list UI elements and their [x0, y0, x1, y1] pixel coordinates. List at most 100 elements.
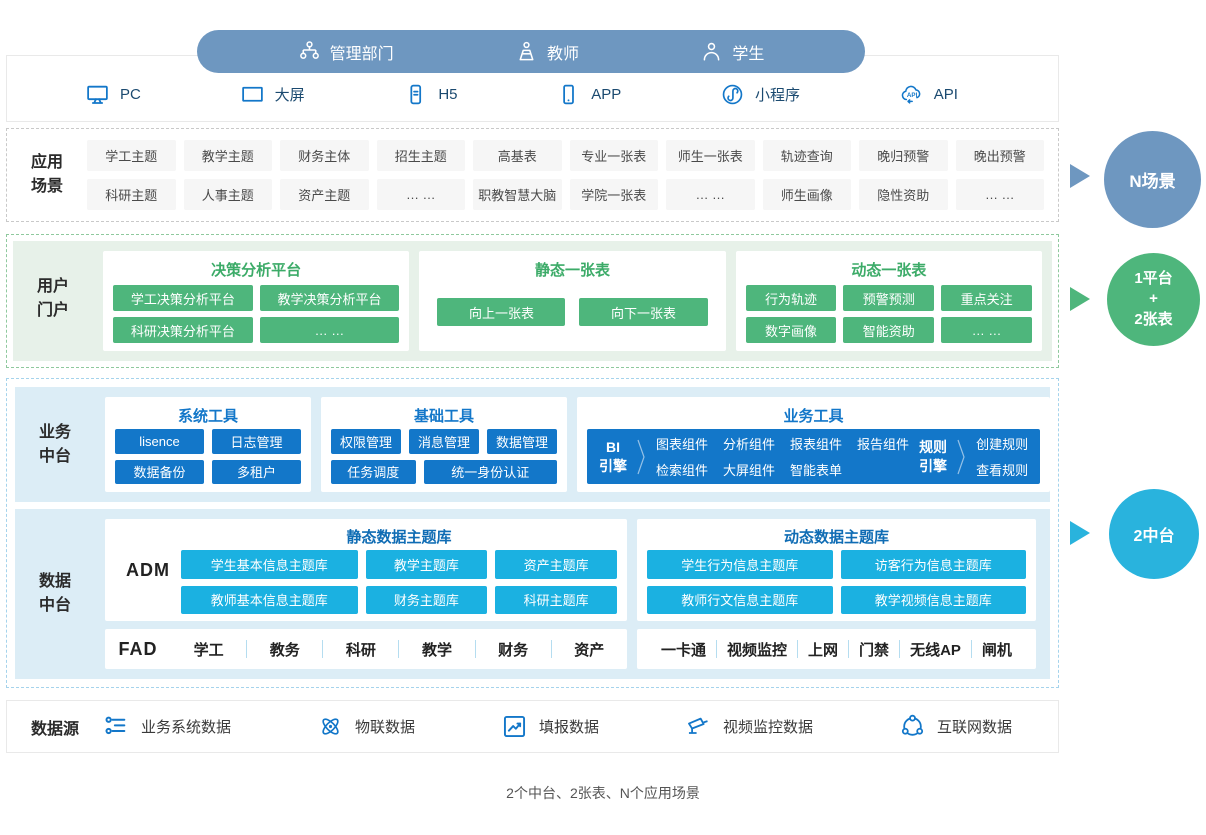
section-label-app-scenarios: 应用 场景 [7, 140, 87, 210]
source-internet: 互联网数据 [899, 713, 1012, 740]
source-label: 视频监控数据 [722, 719, 813, 736]
tool-button: lisence [115, 429, 204, 454]
data-platform-panel: 数据 中台 ADM 静态数据主题库 学生基本信息主题库 教学主题库 资产主题库 [15, 509, 1050, 679]
source-report: 填报数据 [501, 713, 599, 740]
source-business-system: 业务系统数据 [103, 713, 231, 740]
tool-button: 任务调度 [331, 459, 416, 484]
channel-miniprogram: 小程序 [720, 82, 800, 107]
scenario-item: 隐性资助 [859, 179, 948, 210]
engine-label-line: BI [606, 439, 620, 456]
adm-label: ADM [126, 559, 170, 580]
static-table-buttons: 向上一张表 向下一张表 [429, 281, 715, 343]
channel-api: API API [899, 82, 958, 107]
arrow-right-icon [1070, 164, 1090, 188]
divider [970, 640, 972, 658]
business-tools-banner: BI 引擎 图表组件 分析组件 报表组件 报告组件 检索组件 大 [587, 429, 1041, 484]
section-label-line: 门户 [36, 302, 69, 319]
role-teacher: 教师 [515, 40, 579, 64]
portal-button: 行为轨迹 [745, 285, 837, 311]
decision-platform-card: 决策分析平台 学工决策分析平台 教学决策分析平台 科研决策分析平台 … … [103, 251, 410, 351]
tool-button: 日志管理 [212, 429, 301, 454]
decision-buttons: 学工决策分析平台 教学决策分析平台 科研决策分析平台 … … [113, 285, 400, 343]
divider [797, 640, 799, 658]
report-chart-icon [503, 715, 525, 738]
theme-lib-row: ADM 静态数据主题库 学生基本信息主题库 教学主题库 资产主题库 教师基本信息… [105, 519, 1036, 621]
badge-label-line: 1平台 [1134, 270, 1173, 288]
portal-button: 预警预测 [843, 285, 935, 311]
source-label: 业务系统数据 [141, 719, 232, 736]
org-chart-icon [299, 41, 319, 59]
rule-engine-label: 规则 引擎 [919, 438, 947, 474]
data-platform-content: ADM 静态数据主题库 学生基本信息主题库 教学主题库 资产主题库 教师基本信息… [105, 519, 1036, 669]
section-label-line: 业务 [38, 423, 71, 441]
fad-item: 学工 [193, 641, 224, 659]
middle-platforms-section: 业务 中台 系统工具 lisence 日志管理 数据备份 多租户 基础工具 权限… [6, 378, 1059, 688]
section-label-line: 应用 [30, 154, 63, 171]
scenario-item: 资产主题 [280, 179, 369, 210]
static-table-card: 静态一张表 向上一张表 向下一张表 [419, 251, 726, 351]
badge-middle-platforms: 2中台 [1109, 489, 1199, 579]
source-label: 物联数据 [354, 719, 415, 736]
basic-tools-row: 任务调度 统一身份认证 [331, 459, 557, 484]
role-student: 学生 [700, 40, 764, 64]
tool-button: 数据管理 [487, 429, 557, 454]
scenario-item: 专业一张表 [569, 140, 658, 171]
basic-tools-row: 权限管理 消息管理 数据管理 [331, 429, 557, 454]
internet-network-icon [901, 714, 924, 736]
dynamic-lib-card: 动态数据主题库 学生行为信息主题库 访客行为信息主题库 教师行文信息主题库 教学… [637, 519, 1036, 621]
divider [550, 640, 552, 658]
scenario-item: … … [666, 179, 755, 210]
cctv-camera-icon [687, 717, 708, 734]
scenario-grid: 学工主题 教学主题 财务主体 招生主题 高基表 专业一张表 师生一张表 轨迹查询… [87, 140, 1044, 210]
channel-bigscreen: 大屏 [240, 82, 305, 107]
lib-button: 科研主题库 [495, 585, 617, 614]
card-title: 动态数据主题库 [783, 529, 889, 546]
role-label: 教师 [546, 45, 579, 63]
card-title: 决策分析平台 [211, 262, 302, 279]
dynamic-lib-buttons: 学生行为信息主题库 访客行为信息主题库 教师行文信息主题库 教学视频信息主题库 [647, 550, 1026, 614]
card-title: 动态一张表 [851, 262, 927, 279]
bi-component: 图表组件 [656, 437, 709, 452]
engine-label-line: 引擎 [599, 457, 627, 474]
portal-button: 向上一张表 [437, 298, 566, 326]
portal-button: 向下一张表 [579, 298, 708, 326]
bi-component: 检索组件 [656, 463, 709, 478]
lib-button: 学生基本信息主题库 [181, 550, 358, 579]
channel-label: 大屏 [274, 87, 305, 104]
lib-button: 访客行为信息主题库 [840, 550, 1026, 579]
fad-label: FAD [118, 638, 158, 659]
dynamic-table-buttons: 行为轨迹 预警预测 重点关注 数字画像 智能资助 … … [745, 285, 1032, 343]
scenario-item: 学工主题 [87, 140, 176, 171]
system-tools-card: 系统工具 lisence 日志管理 数据备份 多租户 [105, 397, 311, 492]
app-phone-icon [563, 84, 575, 105]
section-label-line: 用户 [36, 278, 69, 295]
scenario-item: … … [955, 179, 1044, 210]
basic-tools-card: 基础工具 权限管理 消息管理 数据管理 任务调度 统一身份认证 [321, 397, 567, 492]
source-iot: 物联数据 [317, 713, 415, 740]
bi-components-row: 图表组件 分析组件 报表组件 报告组件 [656, 434, 909, 453]
section-label-line: 中台 [38, 447, 71, 465]
source-category-row: FAD 学工 教务 科研 教学 财务 资产 一卡通 视 [105, 629, 1036, 669]
user-roles-pill: 管理部门 教师 学生 [197, 30, 865, 73]
scenario-item: 职教智慧大脑 [473, 179, 562, 210]
scenario-item: 晚出预警 [955, 140, 1044, 171]
device-item: 门禁 [859, 641, 890, 659]
divider [246, 640, 248, 658]
lib-button: 教学主题库 [365, 550, 488, 579]
engine-label-line: 规则 [919, 439, 948, 456]
bi-engine-label: BI 引擎 [599, 438, 627, 474]
scenario-item: 财务主体 [280, 140, 369, 171]
bi-components: 图表组件 分析组件 报表组件 报告组件 检索组件 大屏组件 智能表单 [656, 434, 909, 479]
dynamic-lib-content: 动态数据主题库 学生行为信息主题库 访客行为信息主题库 教师行文信息主题库 教学… [647, 526, 1026, 614]
lib-button: 财务主题库 [365, 585, 488, 614]
chevron-divider-icon [637, 439, 645, 474]
section-label-line: 数据 [38, 573, 71, 590]
role-label: 管理部门 [329, 45, 394, 63]
lib-button: 教师行文信息主题库 [647, 585, 833, 614]
fad-items: 学工 教务 科研 教学 财务 资产 [171, 639, 627, 660]
tool-button: 统一身份认证 [423, 459, 557, 484]
card-title: 业务工具 [783, 408, 844, 425]
rule-item: 创建规则 [976, 437, 1029, 452]
source-label: 互联网数据 [936, 719, 1012, 736]
rule-item: 查看规则 [976, 463, 1029, 478]
